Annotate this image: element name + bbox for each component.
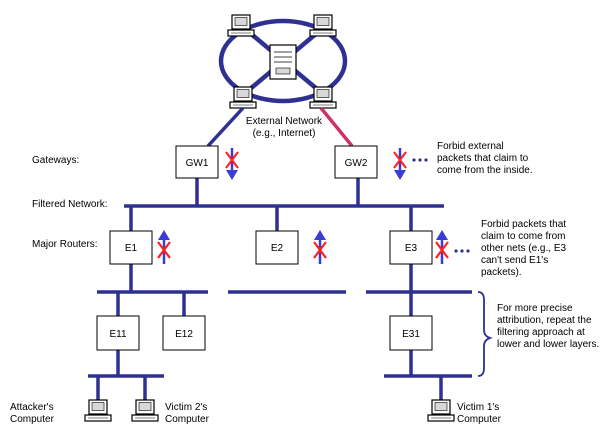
victim1-label: Computer — [457, 414, 502, 425]
external-network-example: (e.g., Internet) — [253, 128, 316, 139]
gw2-blocked-arrow — [392, 148, 408, 180]
victim1-computer-icon — [427, 399, 455, 422]
router-e12: E12 — [162, 315, 206, 351]
victim2-label: Victim 2's — [165, 402, 207, 413]
e3-blocked-arrow — [434, 230, 450, 264]
victim2-computer-icon — [131, 399, 159, 422]
router-note-line: claim to come from — [481, 231, 565, 242]
attribution-note-line: attribution, repeat the — [497, 315, 592, 326]
attribution-note: For more precise attribution, repeat the… — [497, 303, 599, 350]
gateway-gw2: GW2 — [334, 145, 378, 179]
router-note-line: Forbid packets that — [481, 219, 566, 230]
attacker-label: Computer — [10, 414, 55, 425]
gateway-gw1: GW1 — [175, 145, 219, 179]
attribution-brace — [477, 291, 493, 377]
gw1-blocked-arrow — [224, 148, 240, 180]
computer-icon — [309, 86, 337, 109]
router-e1: E1 — [109, 230, 153, 265]
external-network: External Network (e.g., Internet) — [218, 14, 348, 139]
e1-label: E1 — [125, 243, 138, 254]
gw2-uplink — [319, 106, 354, 148]
computer-icon — [227, 14, 255, 37]
gateway-note-line: come from the inside. — [437, 165, 533, 176]
major-routers-label: Major Routers: — [32, 239, 98, 250]
router-e2: E2 — [255, 230, 299, 265]
e1-blocked-arrow — [156, 230, 172, 264]
gateway-note: Forbid external packets that claim to co… — [437, 141, 533, 176]
note-connectors — [412, 158, 470, 253]
attribution-note-line: lower and lower layers. — [497, 339, 599, 350]
victim1-label: Victim 1's — [457, 402, 499, 413]
gw2-label: GW2 — [345, 158, 368, 169]
gateway-note-line: Forbid external — [437, 141, 504, 152]
e11-label: E11 — [109, 329, 126, 340]
attacker-computer-icon — [84, 399, 112, 422]
router-note-line: packets). — [481, 267, 522, 278]
e2-blocked-arrow — [312, 230, 328, 264]
external-network-label: External Network — [246, 116, 323, 127]
filtered-network-label: Filtered Network: — [32, 199, 108, 210]
e31-label: E31 — [402, 329, 420, 340]
e2-label: E2 — [271, 243, 284, 254]
network-buses — [88, 204, 472, 378]
server-icon — [269, 44, 297, 80]
router-e31: E31 — [389, 315, 433, 351]
victim2-label: Computer — [165, 414, 210, 425]
router-e3: E3 — [389, 230, 433, 265]
gateways-label: Gateways: — [32, 155, 79, 166]
network-links — [96, 178, 443, 400]
gateway-note-line: packets that claim to — [437, 153, 529, 164]
router-e11: E11 — [96, 315, 140, 351]
router-note-line: other nets (e.g., E3 — [481, 243, 566, 254]
e3-label: E3 — [405, 243, 418, 254]
attacker-label: Attacker's — [10, 402, 54, 413]
router-note-line: can't send E1's — [481, 255, 548, 266]
gw1-label: GW1 — [186, 158, 209, 169]
attribution-note-line: For more precise — [497, 303, 573, 314]
e12-label: E12 — [175, 329, 193, 340]
gw1-uplink — [206, 106, 245, 148]
router-note: Forbid packets that claim to come from o… — [481, 219, 566, 278]
attribution-note-line: filtering approach at — [497, 327, 585, 338]
computer-icon — [309, 14, 337, 37]
computer-icon — [229, 86, 257, 109]
